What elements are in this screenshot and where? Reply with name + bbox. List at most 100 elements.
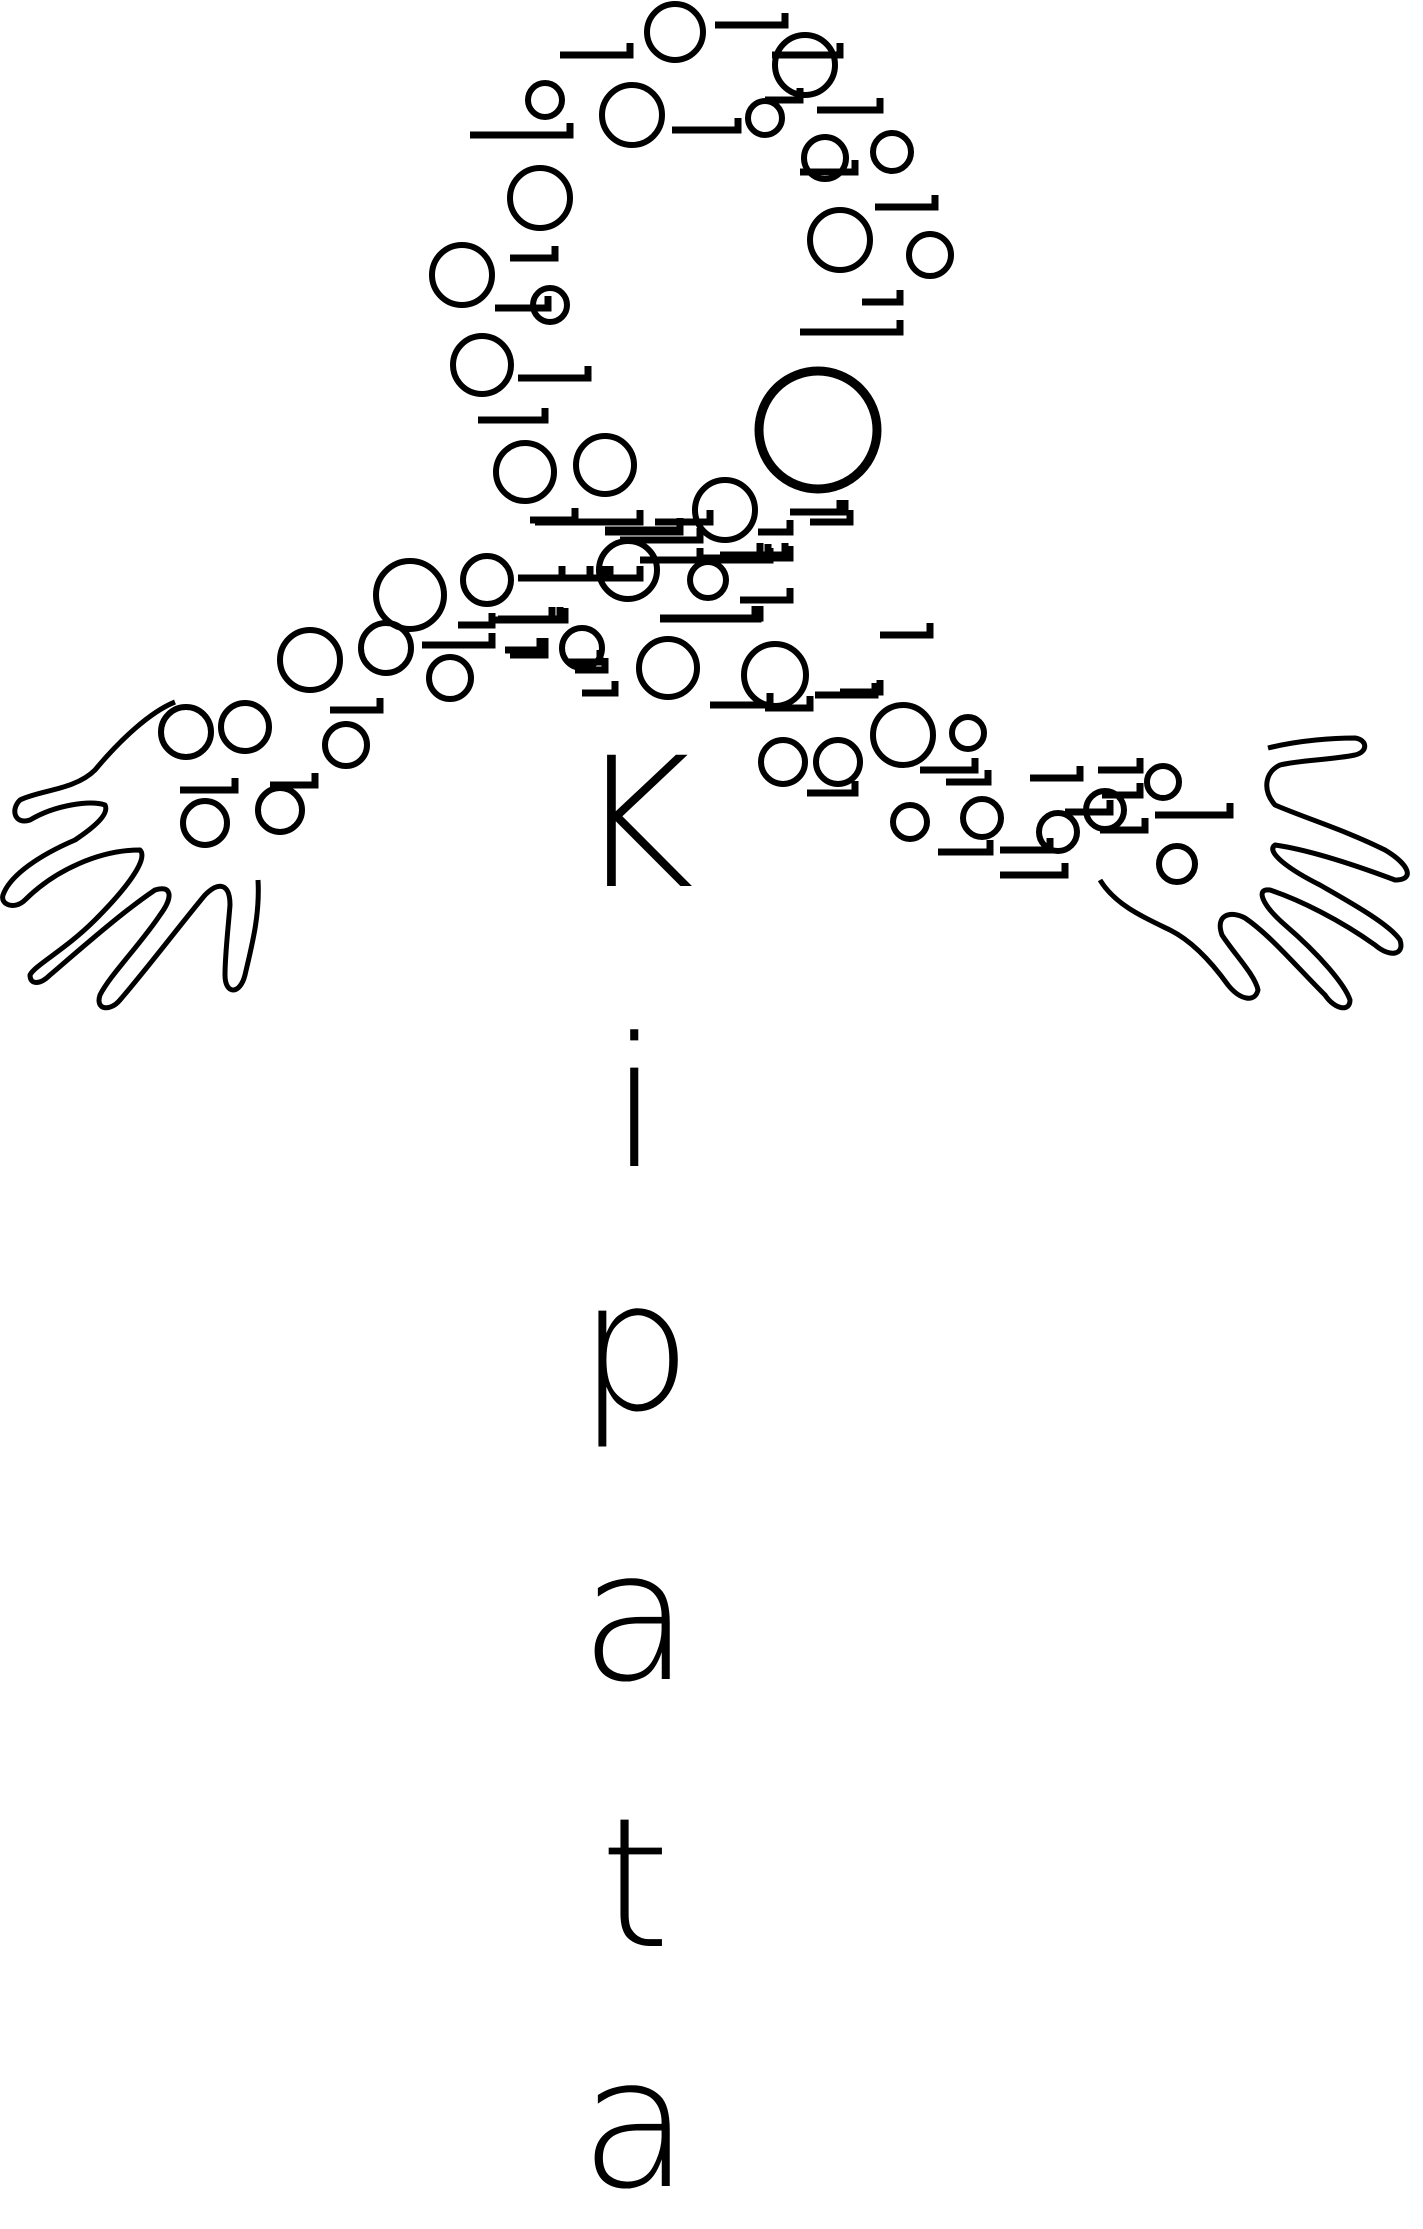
ribbon-dash xyxy=(495,296,552,312)
ribbon-dash xyxy=(498,607,564,623)
ribbon-circle xyxy=(1156,843,1198,885)
ribbon-circle xyxy=(745,98,785,138)
ribbon-circle xyxy=(772,32,838,98)
ribbon-dash xyxy=(605,566,644,582)
ribbon-dash xyxy=(1030,766,1084,782)
ribbon-dash xyxy=(765,696,814,712)
ribbon-circle xyxy=(507,165,573,231)
wordmark-letter-t: t xyxy=(599,1780,671,1989)
ribbon-dash xyxy=(422,633,496,649)
ribbon-dash xyxy=(862,290,904,306)
ribbon-circle xyxy=(949,714,987,752)
ribbon-dash xyxy=(710,693,774,709)
ribbon-dash xyxy=(605,520,684,536)
left-hand-icon xyxy=(0,699,261,1011)
ribbon-circles xyxy=(158,1,1198,885)
ribbon-circle xyxy=(692,477,758,543)
ribbon-emblem-icon xyxy=(0,1,1410,1011)
ribbon-circle xyxy=(493,440,557,504)
ribbon-circle xyxy=(813,737,863,787)
wordmark-letter-a-final: a xyxy=(579,2020,691,2229)
ribbon-dash xyxy=(817,98,884,114)
ribbon-dash xyxy=(510,643,549,659)
ribbon-dashes xyxy=(180,13,1234,879)
ribbon-dash xyxy=(1065,800,1114,816)
ribbon-circle xyxy=(890,802,930,842)
ribbon-circle xyxy=(158,704,214,760)
ribbon-dash xyxy=(582,681,619,697)
ribbon-dash xyxy=(568,650,604,666)
ribbon-dash xyxy=(1155,803,1234,819)
ribbon-circle xyxy=(277,627,343,693)
ribbon-dash xyxy=(560,43,634,59)
ribbon-dash xyxy=(1000,838,1054,854)
ribbon-circle xyxy=(460,553,514,607)
ribbon-circle xyxy=(322,721,370,769)
ribbon-dash xyxy=(946,770,992,786)
ribbon-circle xyxy=(754,366,882,494)
ribbon-dash xyxy=(518,366,592,382)
wordmark-letter-k: K xyxy=(575,720,695,929)
ribbon-dash xyxy=(920,758,979,774)
ribbon-circle xyxy=(960,796,1004,840)
ribbon-dash xyxy=(1098,758,1144,774)
ribbon-circle xyxy=(1036,810,1080,854)
ribbon-circle xyxy=(450,333,514,397)
ribbon-dash xyxy=(518,566,566,582)
ribbon-dash xyxy=(180,778,239,794)
ribbon-dash xyxy=(575,658,609,674)
ribbon-dash xyxy=(672,118,742,134)
ribbon-dash xyxy=(1102,783,1144,799)
ribbon-dash xyxy=(530,508,579,524)
ribbon-circle xyxy=(870,130,914,174)
ribbon-dash xyxy=(535,510,644,526)
ribbon-dash xyxy=(458,613,496,629)
ribbon-dash xyxy=(620,528,704,544)
ribbon-circle xyxy=(758,737,808,787)
ribbon-dash xyxy=(1100,818,1149,834)
ribbon-dash xyxy=(470,123,574,139)
ribbon-circle xyxy=(255,785,305,835)
ribbon-circle xyxy=(636,636,700,700)
ribbon-dash xyxy=(800,320,904,336)
ribbon-circle xyxy=(906,231,954,279)
ribbon-dash xyxy=(765,88,804,104)
ribbon-dash xyxy=(725,544,772,560)
ribbon-circle xyxy=(525,80,565,120)
wordmark-letter-i: i xyxy=(609,1000,660,1209)
ribbon-circle xyxy=(426,654,474,702)
ribbon-dash xyxy=(875,195,939,211)
ribbon-dash xyxy=(1000,863,1069,879)
wordmark-letter-a: a xyxy=(579,1513,691,1722)
ribbon-circle xyxy=(429,242,495,308)
ribbon-circle xyxy=(644,1,706,63)
ribbon-dash xyxy=(655,510,714,526)
ribbon-dash xyxy=(510,246,559,262)
ribbon-dash xyxy=(790,500,844,516)
ribbon-dash xyxy=(640,548,704,564)
wordmark-letter-p: p xyxy=(577,1243,693,1452)
ribbon-dash xyxy=(880,623,934,639)
ribbon-circle xyxy=(1144,763,1182,801)
ribbon-dash xyxy=(810,510,854,526)
ribbon-dash xyxy=(478,408,549,424)
ribbon-circle xyxy=(218,700,272,754)
ribbon-dash xyxy=(938,840,994,856)
ribbon-dash xyxy=(270,773,319,789)
ribbon-circle xyxy=(599,82,665,148)
ribbon-dash xyxy=(772,43,844,59)
ribbon-circle xyxy=(573,433,637,497)
ribbon-dash xyxy=(715,13,789,29)
ribbon-dash xyxy=(660,606,764,622)
ribbon-circle xyxy=(373,558,447,632)
ribbon-dash xyxy=(330,698,384,714)
ribbon-circle xyxy=(801,134,849,182)
ribbon-dash xyxy=(800,160,859,176)
ribbon-dash xyxy=(740,588,794,604)
ribbon-circle xyxy=(180,798,230,848)
ribbon-circle xyxy=(870,702,936,768)
ribbon-circle xyxy=(741,641,809,709)
ribbon-dash xyxy=(807,781,859,797)
ribbon-dash xyxy=(840,680,884,696)
